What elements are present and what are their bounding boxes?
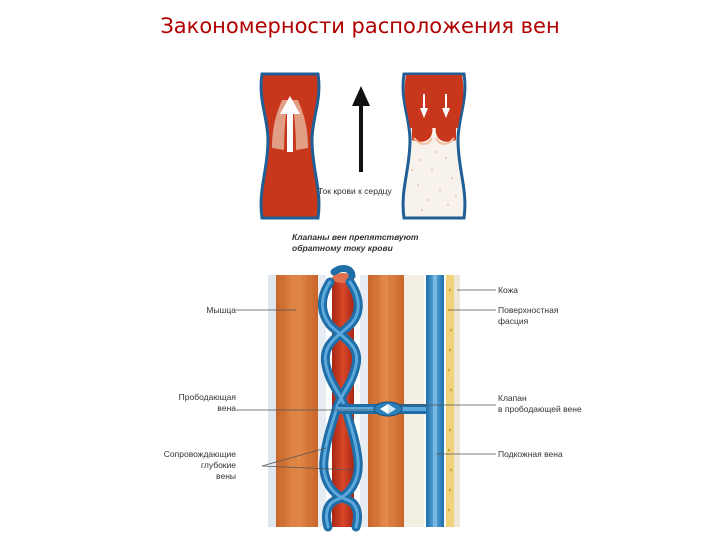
label-deep-veins-2: глубокие [201,460,236,470]
label-deep-veins-1: Сопровождающие [164,449,236,459]
muscle-left [276,275,318,527]
label-perforating-vein-1: Прободающая [179,392,237,402]
label-muscle: Мышца [206,305,236,315]
leader-lines [236,289,496,471]
subcutaneous-layer [404,275,424,527]
valve-caption-line-1: Клапаны вен препятствуют [292,232,419,242]
open-valve-vein [259,72,321,220]
label-perforating-vein-2: вена [217,403,236,413]
valve-caption-line-2: обратному току крови [292,243,394,253]
label-saphenous-vein: Подкожная вена [498,449,563,459]
page-title: Закономерности расположения вен [160,14,560,38]
closed-valve-vein [401,72,467,220]
label-fascia-1: Поверхностная [498,305,559,315]
label-fascia-2: фасция [498,316,529,326]
label-deep-veins-3: вены [216,471,236,481]
label-valve-1: Клапан [498,393,527,403]
blood-flow-arrow [352,86,370,172]
label-valve-2: в прободающей вене [498,404,582,414]
skin-layer [454,275,460,527]
label-skin: Кожа [498,285,518,295]
fat-layer [446,275,454,527]
muscle-right [368,275,404,527]
tissue-section [268,265,460,532]
arrow-caption: Ток крови к сердцу [318,186,393,196]
